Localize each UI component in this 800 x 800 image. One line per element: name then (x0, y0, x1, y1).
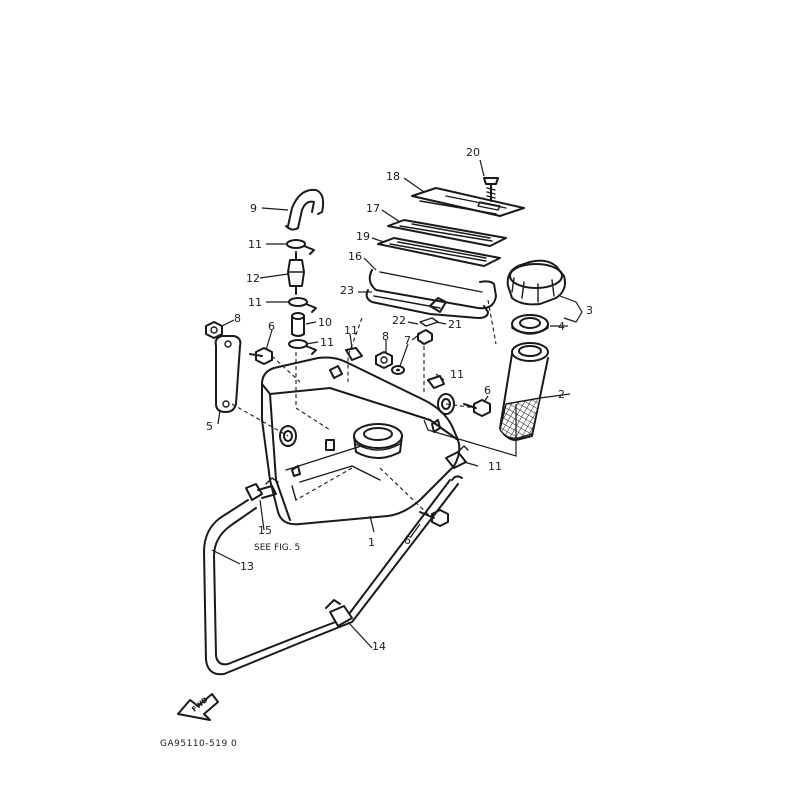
hose-part-9 (285, 188, 325, 231)
callout-12: 12 (246, 272, 260, 285)
callout-20: 20 (466, 146, 480, 159)
callout-9: 9 (250, 202, 257, 215)
drawing-code: GA95110-519 0 (160, 739, 237, 749)
clip-part-11-tank-right (427, 375, 445, 389)
callout-4: 4 (558, 320, 565, 333)
callout-15: 15 (258, 524, 272, 537)
clip-part-11-middle (288, 297, 317, 313)
callout-11-right: 11 (450, 368, 464, 381)
callout-7: 7 (404, 334, 411, 347)
callout-10: 10 (318, 316, 332, 329)
fuel-tank-part-1 (261, 356, 461, 526)
nut-part-22 (417, 329, 433, 345)
gasket-part-19 (377, 237, 501, 267)
callout-14: 14 (372, 640, 386, 653)
callout-3: 3 (586, 304, 593, 317)
callout-19: 19 (356, 230, 370, 243)
hose-part-13 (203, 475, 463, 676)
clip-part-11-tank-left (345, 347, 363, 361)
callout-6-left: 6 (268, 320, 275, 333)
bolt-part-6-right (463, 399, 491, 417)
bolt-part-6-bottom (419, 509, 449, 527)
callout-23: 23 (340, 284, 354, 297)
clip-part-21 (419, 317, 439, 327)
callout-22: 22 (392, 314, 406, 327)
gasket-part-17 (387, 219, 507, 247)
bracket-part-5 (214, 335, 242, 413)
washer-part-4 (511, 314, 549, 335)
callout-11-lower: 11 (320, 336, 334, 349)
callout-labels: 20 18 17 19 16 23 22 21 9 11 12 11 10 11… (206, 146, 593, 653)
clip-part-11-upper (286, 239, 315, 255)
callout-21: 21 (448, 318, 462, 331)
filler-cap-part-3 (506, 259, 566, 306)
strap-part-23 (365, 289, 489, 319)
bolt-part-6-left (249, 347, 273, 365)
clip-part-11-lower (288, 339, 317, 355)
pipe-part-10 (291, 312, 305, 337)
see-figure-note: SEE FIG. 5 (254, 543, 300, 553)
callout-1: 1 (368, 536, 375, 549)
leader-lines (211, 159, 583, 649)
callout-6-bottom: 6 (404, 534, 411, 547)
nut-part-8-center (375, 351, 393, 369)
assembly-lines (231, 299, 517, 519)
callout-16: 16 (348, 250, 362, 263)
callout-11-hose: 11 (488, 460, 502, 473)
bracket-part-16 (368, 269, 497, 310)
callout-11-tank: 11 (344, 324, 358, 337)
forward-arrow-icon: FWD (177, 693, 219, 721)
strainer-part-2 (499, 342, 549, 441)
callout-8-left: 8 (234, 312, 241, 325)
screw-part-20 (483, 177, 499, 202)
callout-18: 18 (386, 170, 400, 183)
clip-part-15 (245, 477, 279, 501)
washer-part-7 (391, 365, 405, 375)
callout-11-upper: 11 (248, 238, 262, 251)
plate-part-18 (411, 187, 525, 217)
callout-5: 5 (206, 420, 213, 433)
callout-17: 17 (366, 202, 380, 215)
callout-2: 2 (558, 388, 565, 401)
callout-11-middle: 11 (248, 296, 262, 309)
clip-part-14 (325, 599, 353, 627)
filter-part-12 (287, 251, 305, 295)
callout-6-right: 6 (484, 384, 491, 397)
callout-13: 13 (240, 560, 254, 573)
nut-part-8-left (205, 321, 223, 339)
callout-8-center: 8 (382, 330, 389, 343)
